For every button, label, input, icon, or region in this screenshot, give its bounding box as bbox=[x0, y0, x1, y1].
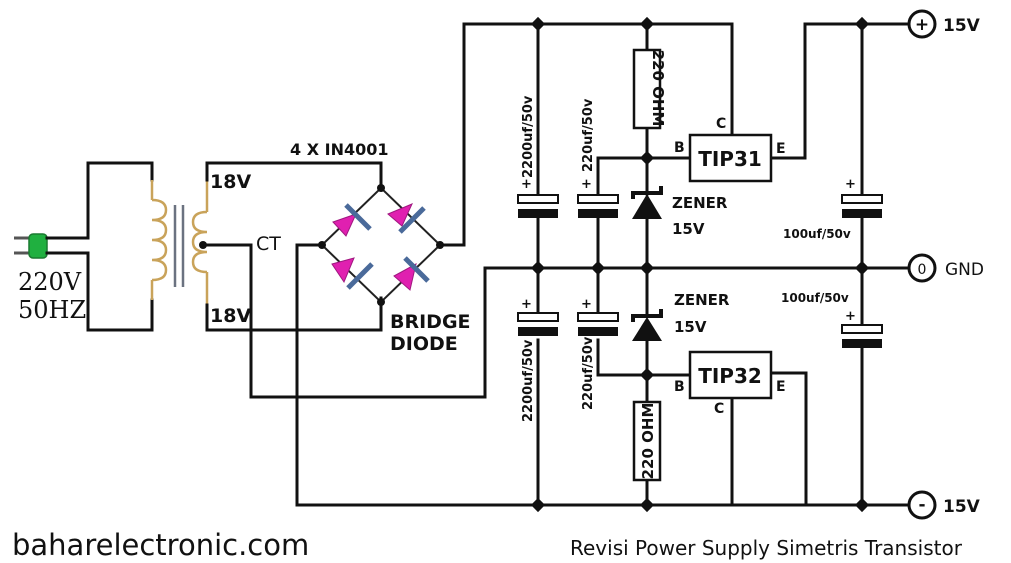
bridge-label-line1: BRIDGE bbox=[390, 311, 471, 333]
ground-label: GND bbox=[945, 260, 984, 280]
tip32-base-pin: B bbox=[674, 379, 685, 395]
cap-220uf-bottom-label: 220uf/50v bbox=[581, 336, 596, 410]
svg-text:+: + bbox=[845, 309, 856, 324]
zener-diode-icon bbox=[631, 309, 663, 341]
bridge-rectifier bbox=[318, 184, 444, 306]
positive-output-terminal: + bbox=[907, 9, 937, 39]
transistor-tip31: TIP31 bbox=[688, 133, 773, 183]
bottom-tap-label: 18V bbox=[210, 305, 251, 327]
svg-text:-: - bbox=[918, 495, 925, 515]
diode-icon bbox=[393, 256, 430, 291]
zener-bottom-label: ZENER bbox=[674, 291, 730, 309]
junctions bbox=[530, 16, 870, 513]
diode-icon bbox=[332, 203, 372, 237]
tip31-collector-pin: C bbox=[716, 116, 726, 132]
svg-text:TIP31: TIP31 bbox=[698, 147, 762, 171]
tip31-emitter-pin: E bbox=[776, 141, 786, 157]
transformer-icon bbox=[150, 180, 209, 305]
svg-text:+: + bbox=[521, 297, 532, 312]
cap-100uf-bottom-label: 100uf/50v bbox=[781, 291, 849, 305]
mains-wiring bbox=[45, 161, 154, 332]
diagram-title: Revisi Power Supply Simetris Transistor bbox=[570, 536, 963, 560]
bridge-label-line2: DIODE bbox=[390, 333, 458, 355]
capacitor-2200uf-top: + bbox=[517, 177, 559, 218]
cap-220uf-top-label: 220uf/50v bbox=[581, 98, 596, 172]
resistor-top-label: 220 OHM bbox=[649, 50, 667, 127]
capacitor-100uf-bottom: + bbox=[841, 309, 883, 348]
resistor-bottom-label: 220 OHM bbox=[639, 403, 657, 480]
svg-text:+: + bbox=[845, 177, 856, 192]
diode-icon bbox=[331, 257, 374, 290]
resistor-top bbox=[632, 48, 662, 130]
negative-output-terminal: - bbox=[907, 490, 937, 520]
svg-text:0: 0 bbox=[918, 262, 927, 278]
top-tap-label: 18V bbox=[210, 171, 251, 193]
capacitor-100uf-top: + bbox=[841, 177, 883, 218]
negative-output-label: 15V bbox=[943, 497, 981, 517]
cap-100uf-top-label: 100uf/50v bbox=[783, 227, 851, 241]
website-label: baharelectronic.com bbox=[12, 528, 309, 562]
cap-2200uf-top-label: 2200uf/50v bbox=[521, 95, 536, 178]
tip31-base-pin: B bbox=[674, 140, 685, 156]
zener-diode-icon bbox=[631, 186, 663, 219]
ac-plug-icon bbox=[14, 233, 48, 259]
svg-text:+: + bbox=[915, 15, 929, 35]
svg-text:+: + bbox=[581, 177, 592, 192]
capacitor-220uf-top: + bbox=[577, 177, 619, 218]
svg-text:+: + bbox=[581, 297, 592, 312]
capacitor-220uf-bottom: + bbox=[577, 297, 619, 336]
zener-top-voltage: 15V bbox=[672, 220, 705, 238]
transistor-tip32: TIP32 bbox=[688, 350, 773, 400]
bridge-part-label: 4 X IN4001 bbox=[290, 140, 388, 159]
center-tap-label: CT bbox=[256, 233, 281, 255]
svg-text:+: + bbox=[521, 177, 532, 192]
tip32-collector-pin: C bbox=[714, 401, 724, 417]
input-frequency-label: 50HZ bbox=[18, 296, 86, 324]
zener-bottom-voltage: 15V bbox=[674, 318, 707, 336]
resistor-bottom bbox=[632, 400, 662, 482]
zener-top-label: ZENER bbox=[672, 194, 728, 212]
diode-icon bbox=[387, 203, 426, 234]
capacitor-2200uf-bottom: + bbox=[517, 297, 559, 336]
tip32-emitter-pin: E bbox=[776, 379, 786, 395]
cap-2200uf-bottom-label: 2200uf/50v bbox=[521, 339, 536, 422]
ground-terminal: 0 bbox=[907, 253, 937, 283]
svg-text:TIP32: TIP32 bbox=[698, 364, 762, 388]
positive-output-label: 15V bbox=[943, 16, 981, 36]
input-voltage-label: 220V bbox=[18, 268, 82, 296]
